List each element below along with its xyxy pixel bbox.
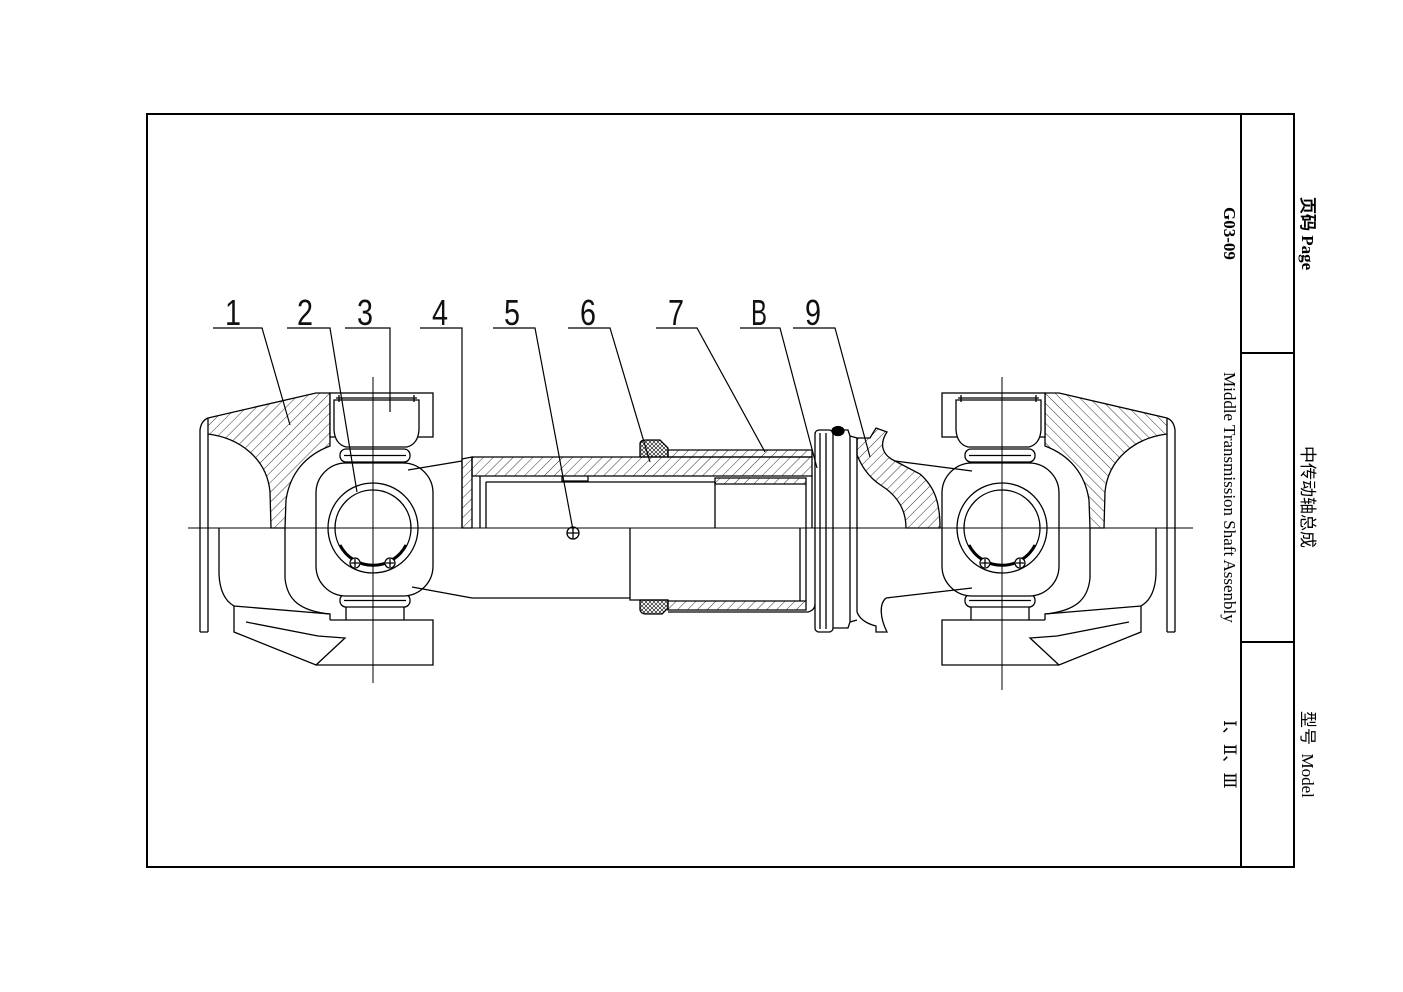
part-9-lower-profile [856,597,889,633]
callout-7: 7 [656,292,766,453]
model-label: 型号 Model [1298,711,1317,798]
bearing-cup-lower [339,593,411,620]
callout-label-6: 6 [580,292,596,333]
part-9-flange-outline [833,429,858,629]
part-9-section-hatched [856,427,941,529]
left-neck-lines [407,460,473,599]
model-cell: 型号 Model Ⅰ、Ⅱ、Ⅲ [1220,642,1317,867]
callout-label-9: 9 [805,292,821,333]
bearing-cup-upper [333,395,420,463]
page-number: G03-09 [1220,207,1239,260]
tube-wall-lower [667,600,807,611]
callout-8: B [740,292,818,469]
part-8-ring [814,429,834,633]
right-neck-lines [885,460,973,599]
callout-label-8: B [751,292,767,333]
spline-shaft-upper [479,476,813,528]
page-label: 页码 Page [1298,196,1317,271]
part-4-plate [461,456,473,529]
leader-7 [656,327,766,453]
callout-label-5: 5 [504,292,520,333]
yoke-lower-arm [218,528,434,666]
assembly-name-en: Middle Transmission Shaft Assenbly [1220,372,1239,623]
centerlines [188,377,1193,690]
model-value: Ⅰ、Ⅱ、Ⅲ [1220,720,1239,789]
leader-5 [493,327,574,531]
callout-label-1: 1 [225,292,241,333]
callout-9: 9 [793,292,871,458]
assembly-name-zh: 中传动轴总成 [1298,446,1317,549]
callout-2: 2 [287,292,358,493]
spline-shaft-lower [472,528,807,601]
callout-3: 3 [345,292,391,412]
leader-3 [345,327,391,412]
central-shaft-assembly [407,439,816,615]
callout-label-3: 3 [357,292,373,333]
yoke-lower-arm-inner [245,621,347,666]
right-end-yoke [940,391,1177,667]
outer-border [146,113,1295,868]
callout-1: 1 [213,292,291,426]
leader-6 [568,327,651,463]
flange-bolt [831,425,845,437]
callout-label-4: 4 [432,292,448,333]
leader-2 [287,327,358,493]
tube-wall-upper [471,456,813,477]
callout-5: 5 [493,292,574,531]
assembly-name-cell: 中传动轴总成 Middle Transmission Shaft Assenbl… [1220,353,1317,642]
cross-bolts [349,557,396,569]
leader-4 [420,327,463,528]
universal-joint-cross [315,462,434,597]
part-7-outer-sleeve [667,449,813,458]
drawing-frame [146,113,1295,868]
callout-label-7: 7 [668,292,684,333]
callout-6: 6 [568,292,651,463]
yoke-inner-lower-curve [284,528,331,620]
leader-1 [213,327,291,426]
part-6-seal-lower [639,599,669,615]
page-number-cell: 页码 Page G03-09 [1220,114,1317,353]
callout-label-2: 2 [297,292,313,333]
callouts: 1 2 3 4 5 6 7 [213,292,871,531]
assembly-name-block: 中传动轴总成 Middle Transmission Shaft Assenbl… [1164,372,1372,623]
inner-step-upper [714,477,807,485]
yoke-section-hatched [207,392,331,529]
leader-9 [793,327,871,458]
callout-4: 4 [420,292,463,528]
model-block: 型号 Model Ⅰ、Ⅱ、Ⅲ [1164,711,1372,798]
leader-8 [740,327,818,469]
yoke-outer-edge [199,417,209,633]
page-number-block: 页码 Page G03-09 [1164,197,1372,270]
left-end-yoke [199,392,434,666]
flange-assembly [814,425,973,633]
